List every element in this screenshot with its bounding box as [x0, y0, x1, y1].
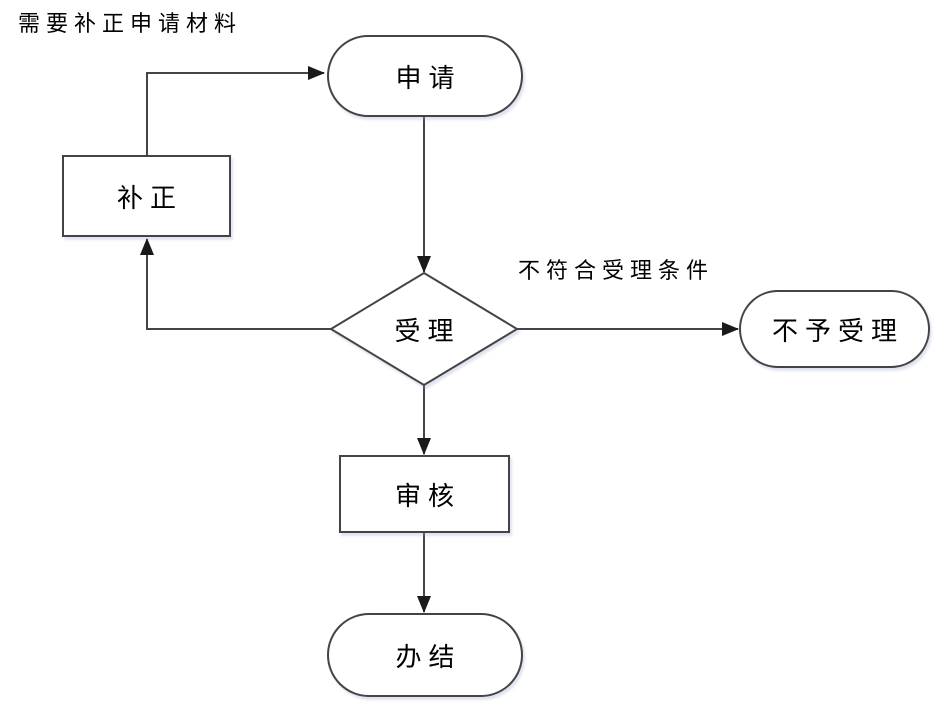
label-need-supplement: 需要补正申请材料	[18, 12, 243, 37]
node-review: 审核	[339, 455, 510, 533]
node-apply-label: 申请	[395, 63, 462, 94]
decision-accept-shape	[329, 271, 519, 387]
node-reject-label: 不予受理	[771, 316, 904, 347]
node-supplement: 补正	[62, 155, 231, 237]
arrow-supplement-to-apply	[146, 66, 325, 155]
node-supplement-label: 补正	[116, 183, 183, 214]
node-complete: 办结	[327, 613, 523, 697]
arrow-accept-to-supplement	[140, 238, 331, 330]
node-apply: 申请	[327, 35, 523, 117]
node-complete-label: 办结	[395, 642, 462, 673]
node-review-label: 审核	[394, 481, 461, 512]
label-reject-condition: 不符合受理条件	[518, 259, 715, 284]
node-reject: 不予受理	[739, 290, 930, 368]
node-accept-label: 受理	[394, 316, 461, 347]
